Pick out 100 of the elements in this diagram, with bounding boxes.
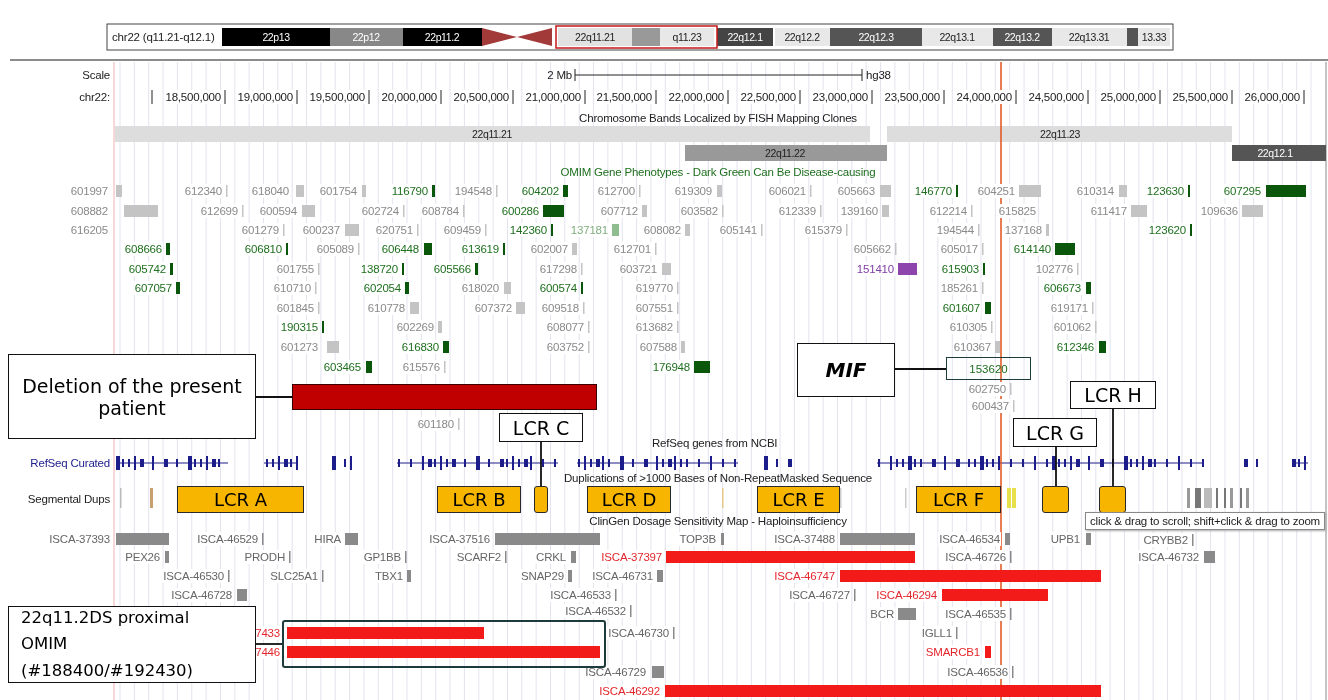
gene-name: TBX1	[374, 569, 404, 583]
callout-box: LCR G	[1013, 418, 1097, 447]
band-label: 22p11.2	[424, 30, 460, 44]
omim-id: 612339	[777, 204, 817, 218]
segmental-dup-bar: LCR D	[587, 486, 671, 513]
omim-id: 601062	[1052, 320, 1092, 334]
omim-id: 600594	[258, 204, 298, 218]
omim-id: 600437	[970, 399, 1010, 413]
scale-label: Scale	[82, 68, 110, 82]
region-id: ISCA-46729	[584, 665, 647, 679]
region-id: 7446	[254, 645, 281, 659]
omim-id: 601180	[416, 417, 455, 431]
segmental-dup-bar: LCR B	[437, 486, 521, 513]
leader-line	[255, 643, 283, 645]
coordinate-label: 26,000,000	[1243, 90, 1301, 104]
omim-id: 607372	[473, 301, 513, 315]
segmental-dup-bar	[1042, 486, 1069, 513]
omim-id: 194548	[453, 184, 493, 198]
omim-id: 600237	[301, 223, 341, 237]
omim-id: 608666	[123, 242, 163, 256]
omim-id: 123620	[1147, 223, 1187, 237]
gene-name: PEX26	[124, 550, 161, 564]
region-id: ISCA-46732	[1137, 550, 1200, 564]
omim-id: 610778	[366, 301, 406, 315]
omim-id: 609518	[540, 301, 580, 315]
coordinate-label: 24,000,000	[955, 90, 1013, 104]
coordinate-label: 25,500,000	[1171, 90, 1229, 104]
omim-id: 606021	[767, 184, 807, 198]
omim-id: 185261	[939, 281, 979, 295]
track-title: OMIM Gene Phenotypes - Dark Green Can Be Disease-causing	[560, 165, 876, 179]
omim-id: 601279	[240, 223, 280, 237]
omim-id: 194544	[935, 223, 975, 237]
segmental-dup-bar: LCR E	[757, 486, 840, 513]
omim-id: 613682	[634, 320, 674, 334]
omim-id: 608077	[545, 320, 585, 334]
gene-name: SNAP29	[520, 569, 565, 583]
callout-box: MIF	[797, 343, 895, 397]
omim-id: 608784	[420, 204, 460, 218]
omim-id: 619309	[673, 184, 713, 198]
omim-id: 176948	[651, 360, 691, 374]
band-label: 22q12.1	[1257, 146, 1293, 160]
omim-id: 607551	[634, 301, 674, 315]
band-label: 22q13.31	[1068, 30, 1110, 44]
omim-id: 613619	[460, 242, 500, 256]
band-label: 22q11.21	[575, 30, 615, 44]
omim-id: 603465	[322, 360, 362, 374]
region-id: ISCA-46530	[162, 569, 225, 583]
omim-id: 612699	[199, 204, 239, 218]
band-label: 22q12.1	[727, 30, 763, 44]
omim-id: 602269	[395, 320, 435, 334]
coordinate-label: 23,500,000	[883, 90, 941, 104]
omim-id: 102776	[1034, 262, 1074, 276]
omim-id: 618040	[250, 184, 290, 198]
omim-id: 602750	[967, 382, 1007, 396]
region-id: ISCA-46532	[564, 604, 627, 618]
gene-name: UPB1	[1049, 532, 1081, 546]
scale-label: 2 Mb	[547, 68, 572, 82]
region-id: ISCA-46727	[788, 588, 851, 602]
coordinate-label: 20,000,000	[380, 90, 438, 104]
omim-id: 123630	[1145, 184, 1185, 198]
omim-id: 615825	[997, 204, 1037, 218]
leader-line	[1055, 446, 1057, 487]
region-id: ISCA-46730	[607, 626, 670, 640]
omim-id: 601273	[279, 340, 319, 354]
omim-id: 609459	[442, 223, 482, 237]
gene-name: TOP3B	[678, 532, 717, 546]
scale-label: hg38	[866, 68, 891, 82]
omim-id: 602007	[529, 242, 569, 256]
band-label: 22q11.21	[472, 127, 512, 141]
omim-id: 601997	[69, 184, 109, 198]
coordinate-label: 18,500,000	[164, 90, 222, 104]
omim-id: 605141	[718, 223, 758, 237]
omim-id: 610710	[272, 281, 312, 295]
segmental-dup-bar: LCR A	[177, 486, 304, 513]
gene-name: GP1BB	[362, 550, 402, 564]
band-label: 22q12.2	[784, 30, 820, 44]
region-id: ISCA-46726	[944, 550, 1007, 564]
region-id: ISCA-46535	[944, 607, 1007, 621]
omim-id: 190315	[279, 320, 319, 334]
region-id: ISCA-46533	[549, 588, 612, 602]
omim-id: 601755	[275, 262, 315, 276]
segmental-dup-bar: LCR F	[916, 486, 1001, 513]
omim-id: 600286	[500, 204, 540, 218]
callout-box: LCR C	[499, 413, 583, 442]
track-title: ClinGen Dosage Sensitivity Map - Haploinsufficiency	[589, 514, 847, 528]
chromosome-label: chr22 (q11.21-q12.1)	[112, 30, 215, 44]
omim-id: 137168	[1003, 223, 1043, 237]
tooltip: click & drag to scroll; shift+click & drag to zoom	[1085, 512, 1325, 530]
coordinate-label: 23,000,000	[811, 90, 869, 104]
omim-id: 619770	[634, 281, 674, 295]
omim-id: 116790	[390, 184, 429, 198]
coordinate-label: 24,500,000	[1027, 90, 1085, 104]
track-title: RefSeq genes from NCBI	[652, 436, 778, 450]
callout-box: Deletion of the present patient	[8, 354, 256, 439]
coordinate-label: 22,000,000	[667, 90, 725, 104]
omim-id: 605566	[432, 262, 472, 276]
gene-name: CRYBB2	[1142, 533, 1189, 547]
omim-id: 109636	[1199, 204, 1239, 218]
gene-name: HIRA	[313, 532, 342, 546]
callout-box: 22q11.2DS proximal OMIM (#188400/#192430)	[8, 606, 256, 683]
